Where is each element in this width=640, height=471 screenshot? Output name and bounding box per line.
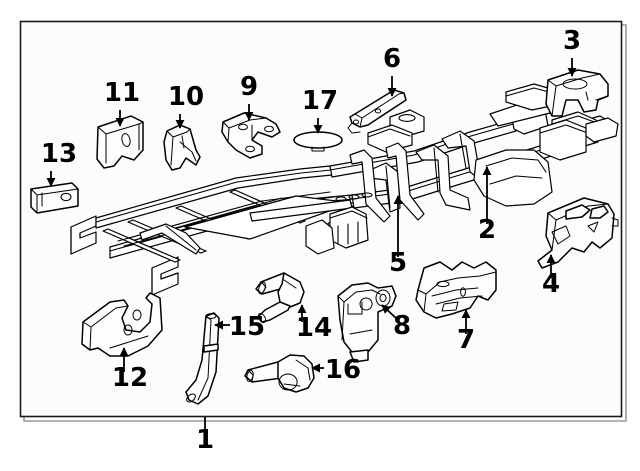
part-4-rear-shield-bracket	[537, 197, 619, 269]
callout-number-9: 9	[240, 72, 258, 102]
callout-number-8: 8	[393, 311, 411, 341]
callout-number-14: 14	[296, 313, 332, 343]
callout-number-5: 5	[389, 248, 407, 278]
part-12-saddle-bracket	[81, 292, 163, 357]
callout-labels: 1 2 3 4 5 6 7 8 9 10 11 12 13 14 15 16 1…	[41, 26, 581, 455]
callout-number-13: 13	[41, 139, 77, 169]
part-8-bumper-mount-bracket	[337, 282, 397, 363]
part-10-angled-support-bracket	[163, 124, 201, 171]
part-15-long-rod	[185, 312, 220, 405]
part-14-bent-tube-upper	[255, 272, 305, 324]
callout-number-6: 6	[383, 44, 401, 74]
callout-number-12: 12	[112, 363, 148, 393]
callout-number-10: 10	[168, 82, 204, 112]
leader-lines	[46, 58, 577, 432]
callout-number-2: 2	[478, 215, 496, 245]
callout-number-11: 11	[104, 78, 140, 108]
frame-assembly	[70, 83, 619, 296]
part-7-skid-plate-bracket	[415, 261, 497, 319]
part-6-long-reinforcement-bracket	[347, 89, 407, 134]
callout-number-17: 17	[302, 86, 338, 116]
callout-number-16: 16	[325, 355, 361, 385]
part-16-short-tube-bracket	[244, 354, 315, 393]
part-13-small-mount-block	[30, 182, 79, 214]
callout-number-3: 3	[563, 26, 581, 56]
callout-number-4: 4	[542, 269, 560, 299]
part-3-upper-mount-bracket	[545, 69, 609, 117]
part-9-dual-hole-bracket	[221, 112, 281, 159]
callout-number-7: 7	[457, 325, 475, 355]
callout-number-1: 1	[196, 425, 214, 455]
part-11-cab-mount-bracket	[96, 115, 144, 169]
callout-number-15: 15	[229, 312, 265, 342]
